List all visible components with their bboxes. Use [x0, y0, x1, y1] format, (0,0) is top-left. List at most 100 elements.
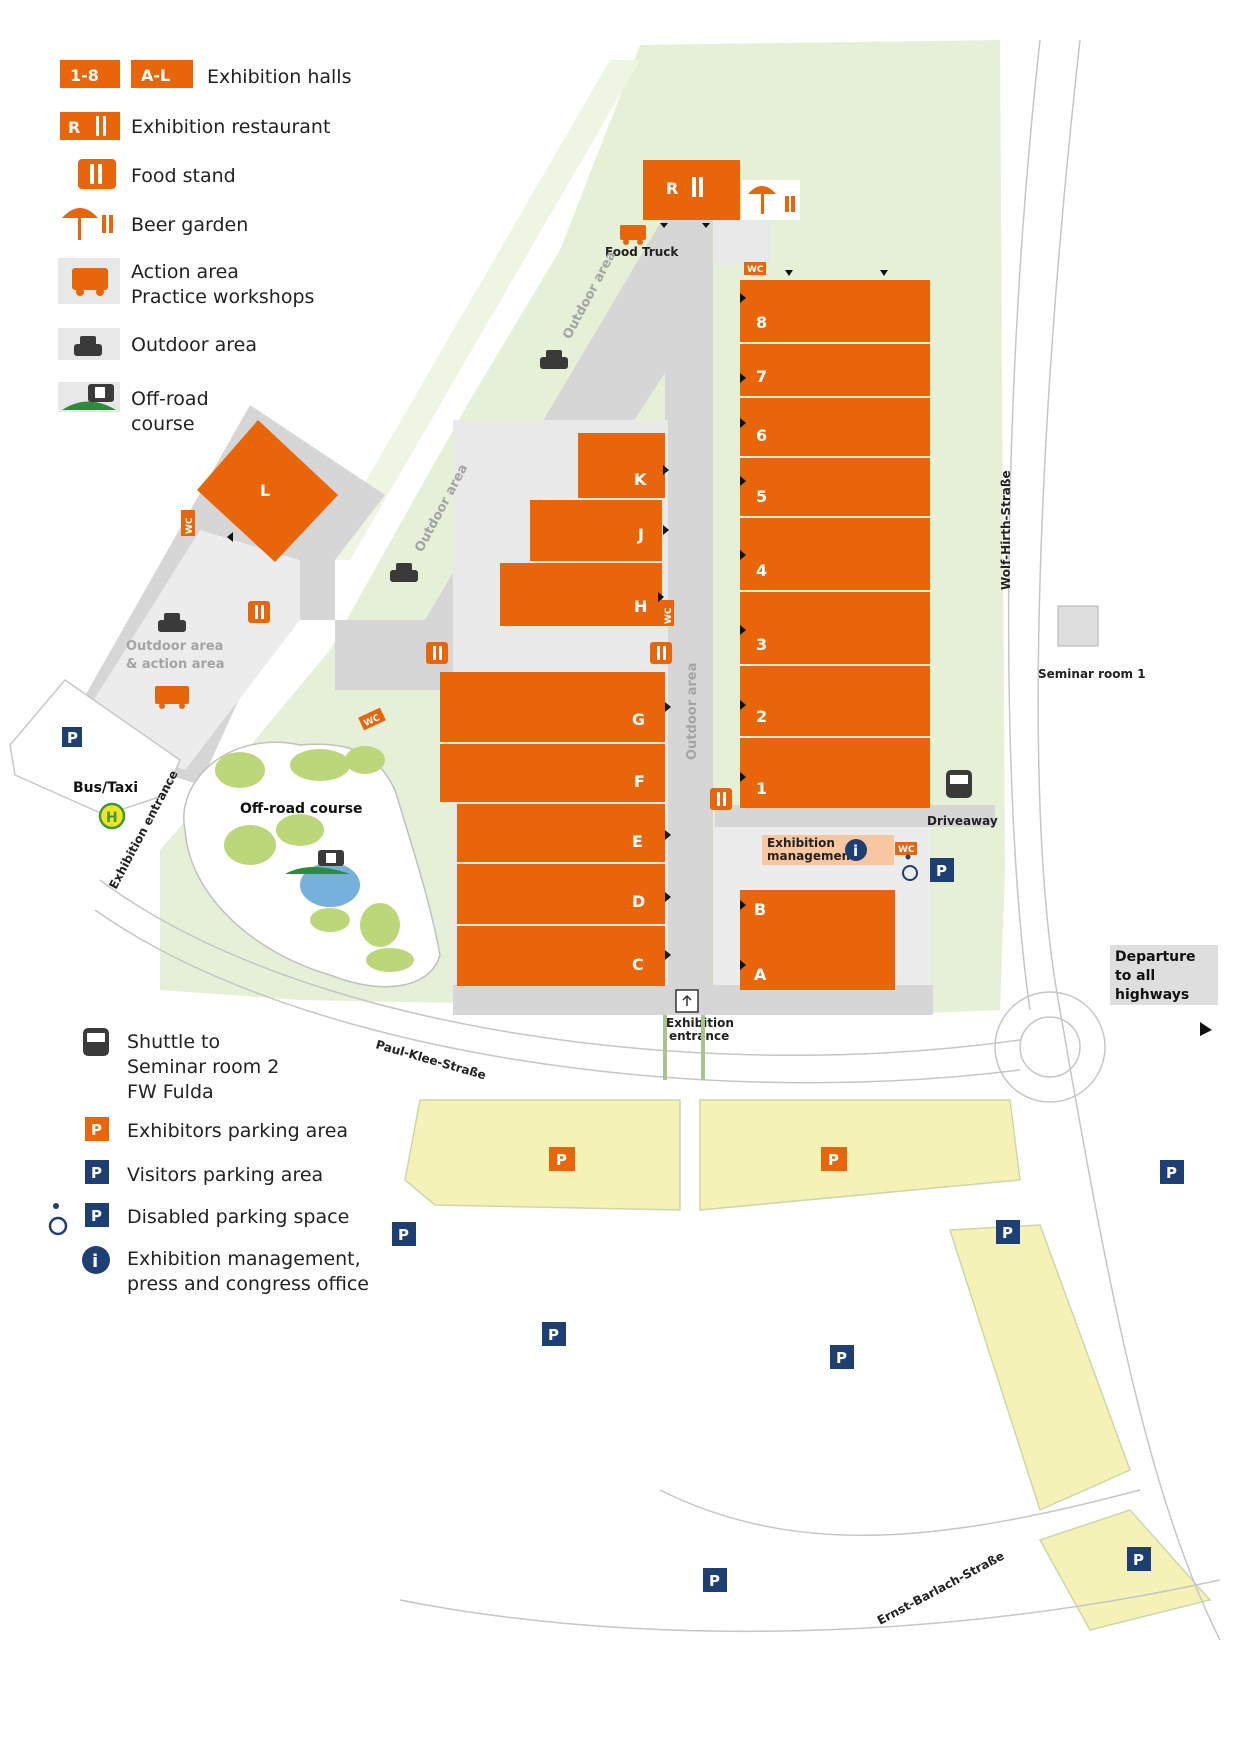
parking-icon[interactable]	[930, 858, 954, 882]
svg-text:P: P	[936, 862, 947, 880]
ernst-barlach-strasse-label: Ernst-Barlach-Straße	[875, 1549, 1007, 1628]
svg-text:P: P	[398, 1226, 409, 1244]
wc-icon[interactable]	[895, 842, 917, 855]
parking-icon[interactable]	[62, 727, 82, 747]
outdoor-action-line1: Outdoor area	[126, 639, 223, 654]
hall-e[interactable]	[457, 804, 665, 862]
svg-text:P: P	[1002, 1224, 1013, 1242]
fire-truck-icon[interactable]	[620, 225, 646, 245]
hall-3[interactable]	[740, 592, 930, 664]
parking-bottom-right	[1038, 1509, 1212, 1631]
car-icon[interactable]	[390, 563, 418, 582]
wc-icon[interactable]	[660, 600, 674, 626]
wc-icon[interactable]	[744, 262, 766, 275]
hall-labels: 8 7 6 5 4 3 2 1 B A G F E D C H J K L R	[260, 179, 767, 984]
svg-text:P: P	[548, 1326, 559, 1344]
wc-icons-vertical[interactable]: WC WC	[181, 510, 674, 626]
fire-truck-icon	[72, 268, 108, 296]
departure-line2: to all	[1115, 968, 1155, 984]
hall-1[interactable]	[740, 738, 930, 808]
direction-arrow-icon	[1200, 1022, 1212, 1036]
parking-icon[interactable]: P	[821, 1147, 847, 1171]
car-icons[interactable]	[158, 350, 568, 632]
wc-icon[interactable]	[358, 707, 386, 731]
departure-box[interactable]	[1110, 945, 1218, 1005]
hall-c-label: C	[632, 955, 644, 974]
bus-taxi-label: Bus/Taxi	[73, 780, 138, 796]
svg-text:P: P	[91, 1121, 102, 1139]
exhibition-mgmt-box[interactable]	[762, 835, 894, 865]
legend-beer-garden-text: Beer garden	[131, 214, 248, 236]
food-stand-icon[interactable]	[426, 642, 448, 664]
wc-icon[interactable]	[181, 510, 195, 536]
food-stand-icon	[78, 159, 116, 189]
parking-icon[interactable]: P	[996, 1220, 1020, 1244]
exhibition-entrance-line2: entrance	[669, 1029, 729, 1043]
fire-truck-icon[interactable]	[155, 686, 189, 709]
offroad-course-area	[183, 741, 441, 988]
hall-8[interactable]	[740, 280, 930, 342]
hall-f[interactable]	[440, 744, 665, 802]
bus-stop-icon[interactable]	[98, 802, 126, 830]
parking-icon[interactable]: P	[549, 1147, 575, 1171]
svg-text:R: R	[68, 118, 80, 137]
hall-5[interactable]	[740, 458, 930, 516]
hall-g[interactable]	[440, 672, 665, 742]
hall-5-label: 5	[756, 487, 767, 506]
svg-text:i: i	[853, 842, 858, 860]
outdoor-action-pad	[75, 530, 300, 770]
seminar-room-1-building[interactable]	[1057, 605, 1099, 647]
hall-j[interactable]	[530, 500, 662, 561]
offroad-icon[interactable]	[285, 850, 350, 874]
parking-icon	[85, 1203, 109, 1227]
paved-right-column	[715, 215, 770, 265]
parking-icon[interactable]: P	[830, 1345, 854, 1369]
exhibition-mgmt-line1: Exhibition	[767, 836, 835, 850]
parking-exhibitors-right	[699, 1099, 1021, 1211]
hall-b-a[interactable]	[740, 890, 895, 990]
car-icon[interactable]	[540, 350, 568, 369]
hall-j-label: J	[637, 525, 644, 544]
svg-text:WC: WC	[185, 517, 195, 534]
food-stands[interactable]	[248, 601, 732, 810]
svg-text:P: P	[91, 1164, 102, 1182]
restaurant-building[interactable]	[643, 160, 740, 220]
legend-offroad-line2: course	[131, 413, 195, 435]
halls-badge-numbers	[60, 60, 120, 88]
car-icon[interactable]	[158, 613, 186, 632]
legend-shuttle-line2: Seminar room 2	[127, 1056, 279, 1078]
hall-6[interactable]	[740, 398, 930, 456]
driveaway-label: Driveaway	[927, 814, 998, 828]
parking-icon[interactable]: P	[703, 1568, 727, 1592]
bus-icon[interactable]	[946, 770, 972, 798]
hall-c[interactable]	[457, 926, 665, 986]
food-stand-icon[interactable]	[710, 788, 732, 810]
legend-disabled-parking-text: Disabled parking space	[127, 1206, 349, 1228]
road-lines	[94, 39, 1221, 1641]
svg-text:P: P	[556, 1151, 567, 1169]
parking-icon[interactable]: P	[1127, 1547, 1151, 1571]
parking-icon[interactable]: P	[392, 1222, 416, 1246]
wheelchair-icon	[48, 1203, 68, 1236]
hall-h[interactable]	[500, 563, 662, 626]
food-stand-icon[interactable]	[650, 642, 672, 664]
beer-garden-icon[interactable]	[742, 180, 800, 220]
restaurant-icon	[60, 112, 120, 140]
hall-7[interactable]	[740, 344, 930, 396]
restaurant-icon	[692, 177, 703, 197]
hall-l[interactable]	[197, 420, 338, 562]
hall-d[interactable]	[457, 864, 665, 924]
parking-icon	[85, 1117, 109, 1141]
parking-signs[interactable]: P P P P P P P P P	[392, 1147, 1184, 1592]
info-icon[interactable]	[845, 839, 867, 861]
hall-k[interactable]	[578, 433, 665, 498]
parking-icon[interactable]: P	[542, 1322, 566, 1346]
hall-2[interactable]	[740, 666, 930, 736]
offroad-course-label: Off-road course	[240, 801, 363, 817]
legend-shuttle-line1: Shuttle to	[127, 1031, 220, 1053]
food-stand-icon[interactable]	[248, 601, 270, 623]
hall-4[interactable]	[740, 518, 930, 590]
parking-icon[interactable]: P	[1160, 1160, 1184, 1184]
hall-l-label: L	[260, 481, 270, 500]
